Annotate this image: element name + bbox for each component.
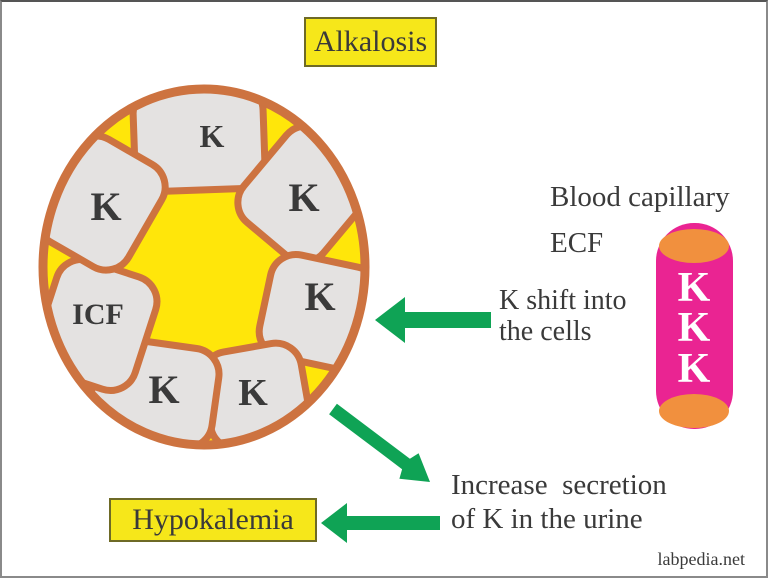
k-label-top: K [200, 118, 225, 154]
k-label-upper-right: K [288, 175, 319, 220]
k-label-right: K [304, 274, 335, 319]
arrow-to-secretion [329, 403, 430, 482]
k-label-bottom-right: K [238, 372, 268, 414]
blood-capillary-capsule: K K K [656, 223, 733, 429]
cell-membrane [38, 84, 370, 450]
capillary-k-1: K [678, 265, 711, 311]
capillary-body [656, 223, 733, 429]
k-shift-annotation: K shift into the cells [499, 285, 627, 347]
k-label-upper-left: K [90, 184, 121, 229]
arrow-k-shift-into-cell [375, 297, 491, 343]
hypokalemia-label: Hypokalemia [109, 498, 317, 542]
arrow-to-hypokalemia [321, 503, 440, 543]
capillary-k-3: K [678, 346, 711, 392]
ecf-label: ECF [550, 227, 604, 259]
k-label-bottom-left: K [148, 367, 179, 412]
k-secretion-annotation: Increase secretion of K in the urine [451, 469, 667, 535]
capillary-top-cap [659, 229, 729, 263]
k-vesicle-top [129, 92, 269, 195]
watermark: labpedia.net [657, 549, 745, 569]
blood-capillary-title: Blood capillary [550, 181, 730, 213]
alkalosis-label-text: Alkalosis [313, 25, 428, 58]
hypokalemia-label-text: Hypokalemia [132, 503, 294, 536]
capillary-k-2: K [678, 305, 711, 351]
alkalosis-label: Alkalosis [304, 17, 437, 67]
icf-label: ICF [72, 298, 124, 331]
capillary-bottom-cap [659, 394, 729, 428]
